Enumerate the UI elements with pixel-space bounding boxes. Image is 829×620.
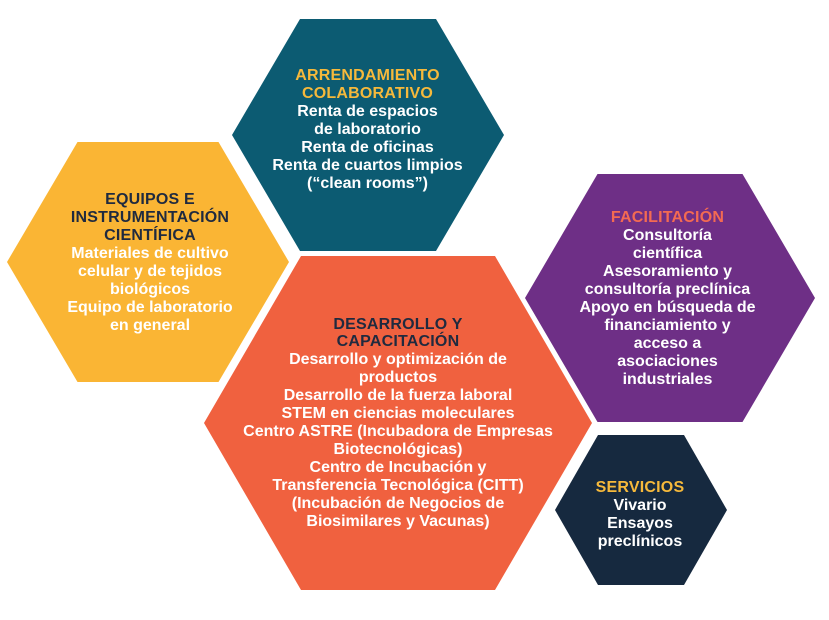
equipos-item-line: en general [109, 316, 191, 334]
desarrollo-item-line: productos [358, 369, 438, 387]
facilitacion-item-line: asociaciones [617, 352, 718, 370]
hexagon-arrendamiento [232, 19, 504, 251]
servicios-item-line: preclínicos [597, 532, 683, 550]
hexagon-equipos [7, 142, 289, 382]
facilitacion-item-line: Apoyo en búsqueda de [579, 299, 756, 316]
arrendamiento-item-line: Renta de cuartos limpios [272, 156, 463, 174]
desarrollo-item-line: Biosimilares y Vacunas) [306, 512, 490, 530]
desarrollo-item-line: Biotecnológicas) [333, 440, 463, 458]
equipos-title-line: CIENTÍFICA [104, 227, 196, 245]
arrendamiento-item-line: Renta de espacios [297, 103, 438, 121]
equipos-item-line: Equipo de laboratorio [67, 298, 233, 316]
hexagon-facilitacion [525, 174, 815, 422]
desarrollo-item-line: Centro ASTRE (Incubadora de Empresas [243, 423, 553, 440]
facilitacion-item-line: científica [632, 245, 703, 263]
desarrollo-title-line: DESARROLLO Y [333, 315, 463, 333]
facilitacion-title-line: FACILITACIÓN [610, 209, 725, 227]
equipos-item-line: celular y de tejidos [77, 263, 223, 280]
desarrollo-item-line: Centro de Incubación y [309, 458, 487, 476]
desarrollo-title-line: CAPACITACIÓN [336, 333, 460, 351]
servicios-title-line: SERVICIOS [595, 479, 685, 497]
arrendamiento-item-line: Renta de oficinas [301, 138, 434, 156]
desarrollo-item-line: Desarrollo de la fuerza laboral [283, 387, 513, 405]
equipos-item-line: Materiales de cultivo [71, 245, 229, 263]
facilitacion-item-line: industriales [622, 370, 713, 388]
arrendamiento-item-line: (“clean rooms”) [307, 174, 428, 192]
servicios-item-line: Vivario [613, 497, 667, 515]
facilitacion-item-line: acceso a [633, 334, 702, 352]
facilitacion-item-line: Consultoría [623, 227, 712, 245]
facilitacion-item-line: consultoría preclínica [584, 281, 751, 299]
hexagon-servicios [555, 435, 727, 585]
servicios-item-line: Ensayos [607, 515, 673, 532]
desarrollo-item-line: Desarrollo y optimización de [289, 351, 507, 369]
arrendamiento-title-line: ARRENDAMIENTO [295, 67, 440, 85]
desarrollo-item-line: Transferencia Tecnológica (CITT) [272, 476, 524, 494]
equipos-title-line: EQUIPOS E [105, 191, 195, 209]
facilitacion-item-line: Asesoramiento y [603, 263, 732, 281]
hexagon-desarrollo [204, 256, 592, 590]
arrendamiento-item-line: de laboratorio [314, 121, 421, 139]
equipos-item-line: biológicos [110, 280, 190, 298]
desarrollo-item-line: STEM en ciencias moleculares [281, 405, 515, 423]
arrendamiento-title-line: COLABORATIVO [302, 85, 433, 103]
equipos-title-line: INSTRUMENTACIÓN [70, 209, 230, 227]
desarrollo-item-line: (Incubación de Negocios de [291, 494, 505, 512]
facilitacion-item-line: financiamiento y [604, 316, 731, 334]
